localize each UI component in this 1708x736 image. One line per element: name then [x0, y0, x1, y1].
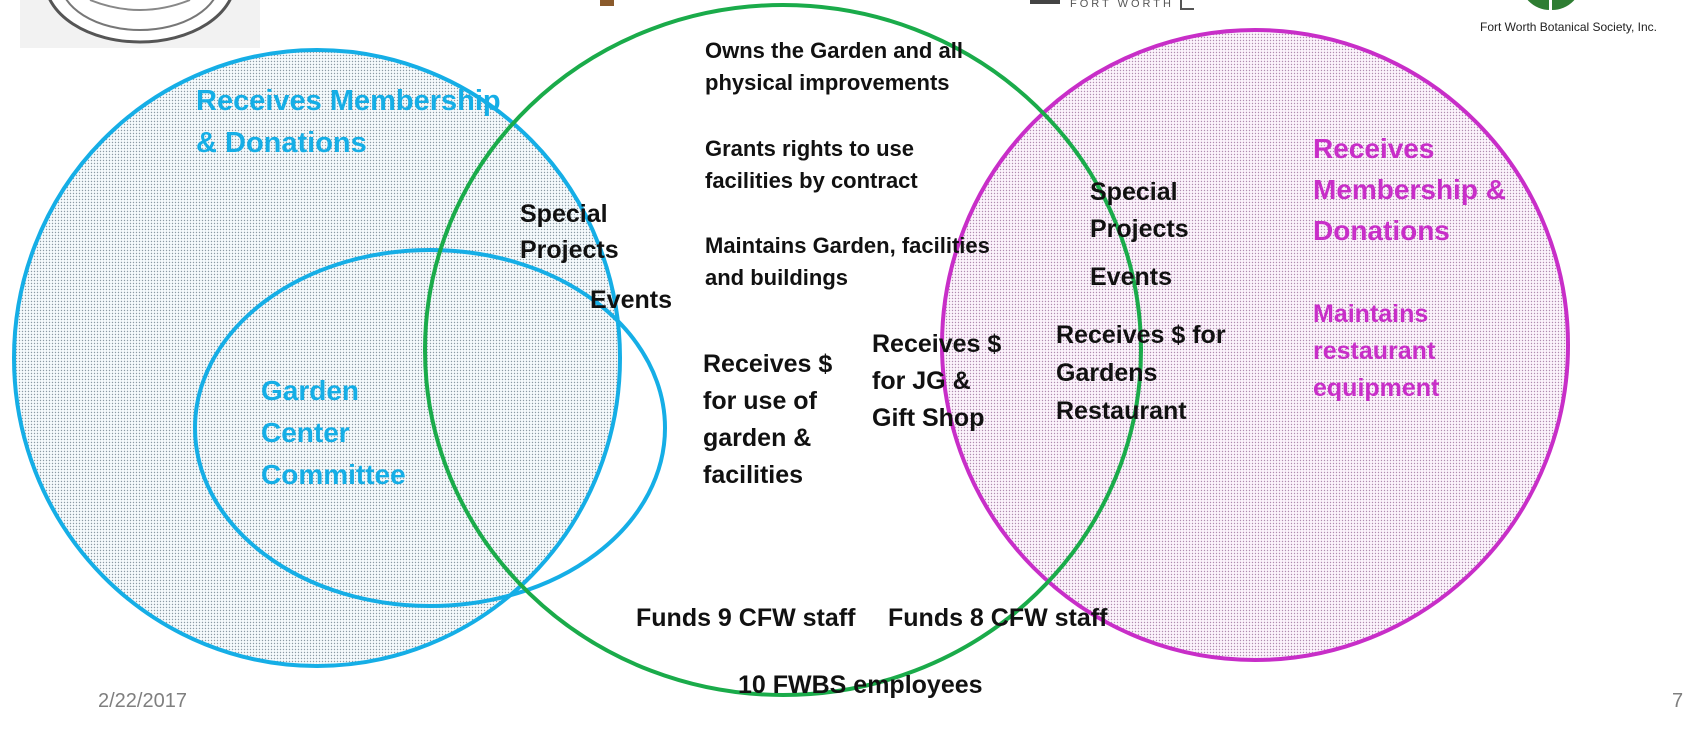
fort-worth-logo: FORT WORTH: [1030, 0, 1200, 14]
receives-use-label: Receives $ for use of garden & facilitie…: [703, 350, 833, 489]
footer-date: 2/22/2017: [98, 690, 187, 712]
right-events-label: Events: [1090, 263, 1172, 291]
botanical-society-logo: Fort Worth Botanical Society, Inc.: [1480, 0, 1708, 42]
funds-8-staff-label: Funds 8 CFW staff: [888, 604, 1108, 632]
funds-9-staff-label: Funds 9 CFW staff: [636, 604, 856, 632]
fort-worth-caption: FORT WORTH: [1070, 0, 1174, 10]
receives-restaurant-label: Receives $ for Gardens Restaurant: [1056, 321, 1226, 425]
center-circle-outline: [423, 3, 1143, 697]
grants-rights-label: Grants rights to use facilities by contr…: [705, 136, 918, 193]
left-events-label: Events: [590, 286, 672, 314]
right-circle-title: Receives Membership & Donations: [1313, 133, 1506, 246]
city-seal-logo: [20, 0, 260, 48]
botanical-society-caption: Fort Worth Botanical Society, Inc.: [1480, 20, 1657, 34]
inner-circle-outline: [193, 248, 667, 608]
fwbs-employees-label: 10 FWBS employees: [738, 671, 983, 699]
garden-center-committee-label: Garden Center Committee: [261, 375, 406, 490]
right-circle-outline: [940, 28, 1570, 662]
owns-garden-label: Owns the Garden and all physical improve…: [705, 38, 963, 95]
maintains-restaurant-label: Maintains restaurant equipment: [1313, 300, 1440, 402]
maintains-garden-label: Maintains Garden, facilities and buildin…: [705, 233, 990, 290]
receives-jg-label: Receives $ for JG & Gift Shop: [872, 330, 1002, 432]
page-number: 7: [1672, 690, 1684, 712]
left-circle-title: Receives Membership & Donations: [196, 85, 501, 159]
right-special-projects-label: Special Projects: [1090, 178, 1189, 243]
center-circle: [425, 5, 1141, 695]
left-special-projects-label: Special Projects: [520, 200, 619, 264]
center-logo-mark-icon: [600, 0, 614, 6]
left-circle-outline: [12, 48, 622, 668]
